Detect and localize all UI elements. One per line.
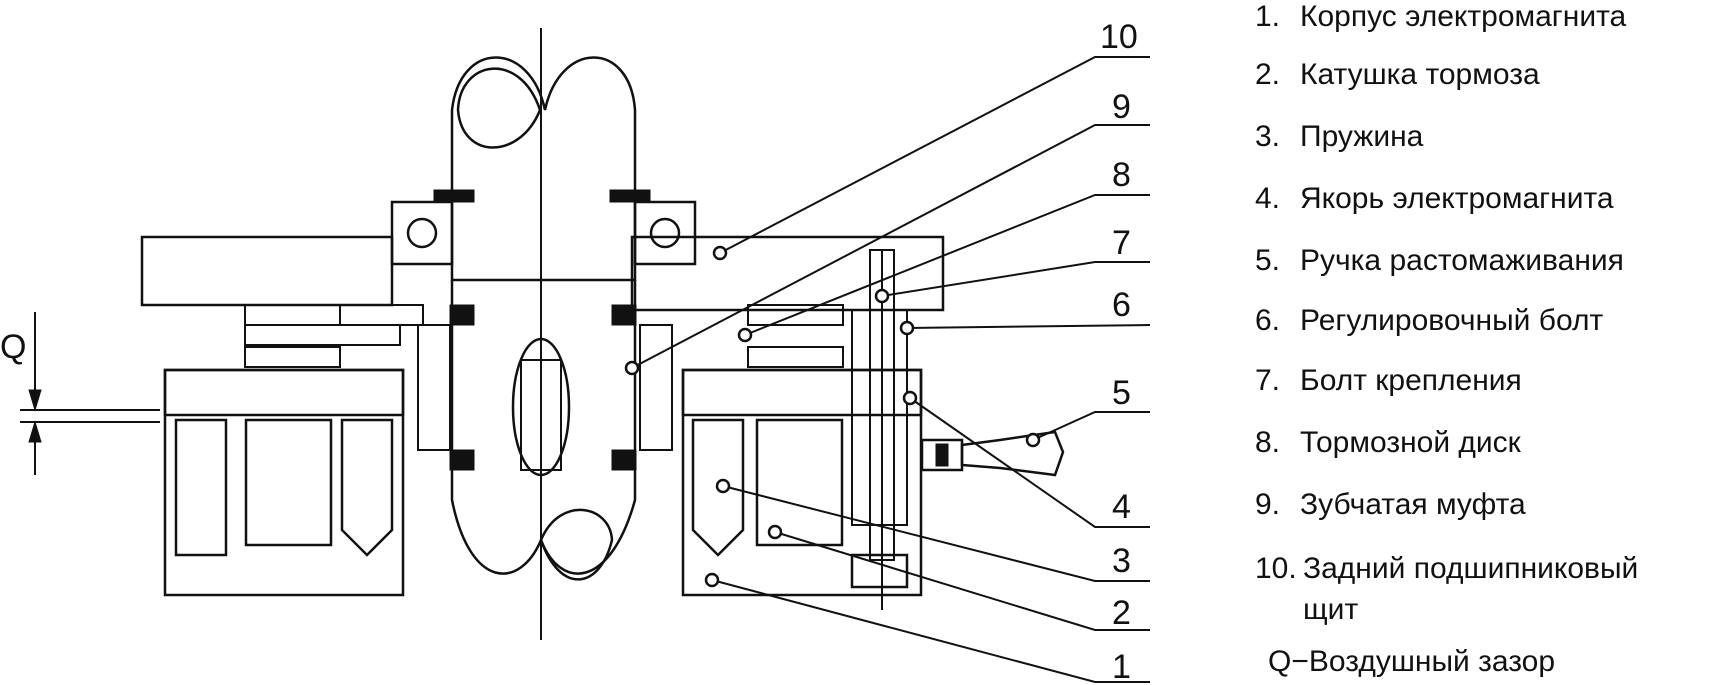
legend-item: 10.Задний подшипниковый щит: [1255, 552, 1639, 626]
bearing-left: [390, 200, 454, 266]
callout-3: 3: [1112, 542, 1131, 580]
legend-item: 7.Болт крепления: [1255, 364, 1522, 397]
legend-item: 6.Регулировочный болт: [1255, 304, 1604, 337]
callout-10: 10: [1100, 18, 1138, 56]
legend-item: 8.Тормозной диск: [1255, 426, 1521, 459]
brake-section-drawing: Q 10 9 8 7 6 5 4 3 2 1: [0, 18, 1151, 685]
retaining-ring-icon: [609, 189, 651, 203]
air-gap-indicator: Q: [0, 312, 160, 475]
electromagnet-housing: [163, 368, 923, 597]
adjusting-bolt: [851, 309, 908, 526]
mounting-bolt: [850, 249, 909, 610]
callout-4: 4: [1112, 488, 1131, 526]
air-gap-legend: Q−Воздушный зазор: [1268, 645, 1556, 678]
callout-5: 5: [1112, 374, 1131, 412]
callout-2: 2: [1112, 594, 1131, 632]
gap-label: Q: [0, 328, 26, 366]
gear-coupling: [417, 304, 673, 477]
legend-item: 5.Ручка растомаживания: [1255, 244, 1624, 277]
spring: [174, 418, 745, 557]
release-handle: [920, 430, 1065, 477]
callout-8: 8: [1112, 156, 1131, 194]
callout-7: 7: [1112, 224, 1131, 262]
callout-1: 1: [1112, 648, 1131, 685]
callout-6: 6: [1112, 286, 1131, 324]
shaft: [433, 28, 651, 640]
armature-right: [681, 368, 923, 417]
callouts: 10 9 8 7 6 5 4 3 2 1: [624, 18, 1151, 685]
bearing-right: [633, 200, 697, 266]
brake-coil: [244, 418, 844, 547]
legend-item: 9.Зубчатая муфта: [1255, 488, 1526, 521]
parts-legend: 1.Корпус электромагнита 2.Катушка тормоз…: [1255, 0, 1722, 685]
retaining-ring-icon: [433, 189, 475, 203]
legend-item: 4.Якорь электромагнита: [1255, 182, 1614, 215]
brake-disc: [244, 304, 844, 368]
legend-item: 2.Катушка тормоза: [1255, 58, 1540, 91]
legend-item: 1.Корпус электромагнита: [1255, 0, 1627, 33]
rear-bearing-shield: [140, 235, 945, 346]
callout-9: 9: [1112, 88, 1131, 126]
armature-left: [163, 368, 405, 417]
legend-item: 3.Пружина: [1255, 120, 1424, 153]
